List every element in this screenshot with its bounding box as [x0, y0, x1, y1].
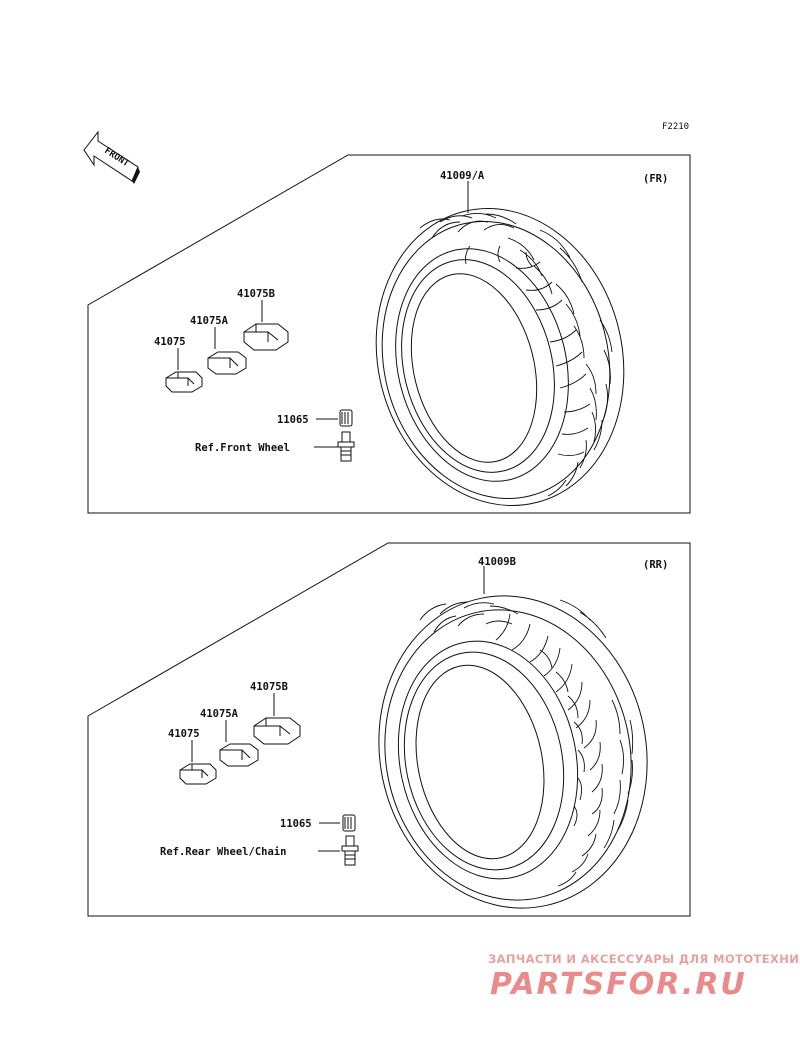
svg-text:41075B: 41075B	[250, 681, 288, 693]
svg-text:11065: 11065	[277, 414, 309, 426]
front-valve-stem: Ref.Front Wheel	[195, 431, 355, 462]
rear-position-label: (RR)	[643, 559, 668, 571]
svg-text:41075A: 41075A	[190, 315, 229, 327]
front-valve-cap: 11065	[277, 409, 353, 427]
front-panel-frame	[87, 154, 691, 514]
svg-text:11065: 11065	[280, 818, 312, 830]
rear-valve-stem: Ref.Rear Wheel/Chain	[160, 835, 359, 866]
svg-text:41075: 41075	[168, 728, 200, 740]
front-position-label: (FR)	[643, 173, 668, 185]
rear-weight-41075: 41075	[168, 728, 217, 785]
svg-text:41075B: 41075B	[237, 288, 275, 300]
rear-weight-41075A: 41075A	[200, 708, 259, 767]
watermark-brand: PARTSFOR.RU	[490, 967, 747, 1002]
front-weight-41075A: 41075A	[190, 315, 247, 375]
front-tire-drawing	[375, 207, 625, 507]
rear-tire-drawing	[378, 595, 648, 909]
front-weight-41075B: 41075B	[237, 288, 289, 351]
rear-panel-frame	[87, 542, 691, 917]
watermark: ЗАПЧАСТИ И АКСЕССУАРЫ ДЛЯ МОТОТЕХНИКИ PA…	[488, 952, 800, 1002]
rear-valve-cap: 11065	[280, 814, 356, 832]
front-arrow-icon: FRONT	[83, 130, 140, 184]
rear-weight-41075B: 41075B	[250, 681, 301, 745]
svg-text:Ref.Rear Wheel/Chain: Ref.Rear Wheel/Chain	[160, 846, 286, 858]
rear-tire-panel: (RR) 41009B	[87, 542, 691, 917]
rear-tire-part-label: 41009B	[478, 556, 516, 568]
svg-text:Ref.Front Wheel: Ref.Front Wheel	[195, 442, 290, 454]
figure-code: F2210	[662, 122, 689, 132]
svg-text:41075A: 41075A	[200, 708, 239, 720]
front-tire-part-label: 41009/A	[440, 170, 485, 182]
front-weight-41075: 41075	[154, 336, 203, 393]
watermark-tagline: ЗАПЧАСТИ И АКСЕССУАРЫ ДЛЯ МОТОТЕХНИКИ	[488, 952, 800, 966]
svg-text:41075: 41075	[154, 336, 186, 348]
front-tire-panel: (FR) 41009/	[87, 154, 691, 514]
